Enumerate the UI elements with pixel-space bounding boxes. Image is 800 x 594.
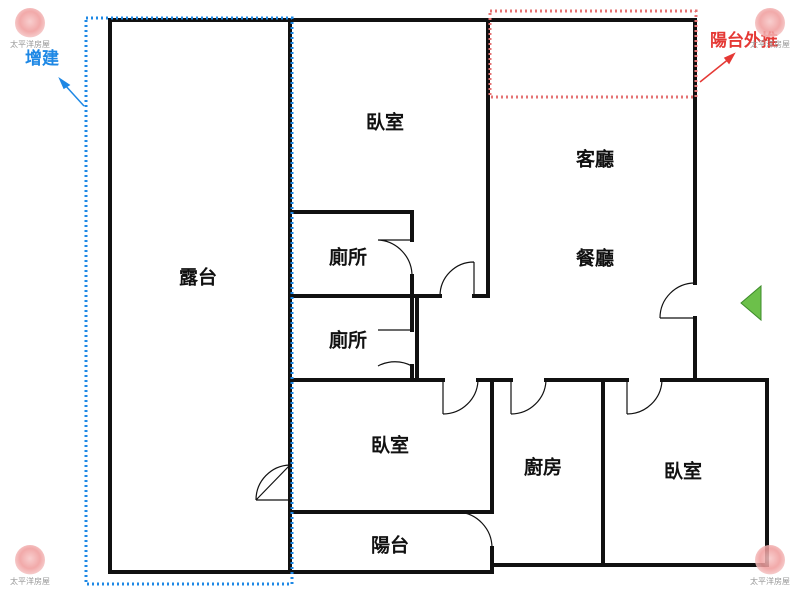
terrace-outline: [108, 18, 292, 574]
door-bedroom-top: [439, 261, 475, 297]
watermark-top-right: 太平洋房屋: [740, 8, 800, 50]
watermark-text: 太平洋房屋: [750, 40, 790, 49]
room-label-bedroom-top: 臥室: [365, 111, 405, 134]
watermark-logo-icon: [15, 8, 45, 38]
balcony-extension-outline: [488, 9, 698, 99]
room-label-living-room: 客廳: [575, 148, 615, 171]
extension-note: 增建: [25, 49, 59, 69]
room-label-balcony: 陽台: [370, 534, 410, 557]
door-toilet-2: [377, 329, 413, 367]
door-right-bedroom: [626, 379, 663, 415]
door-toilet-1: [377, 239, 413, 277]
watermark-logo-icon: [15, 545, 45, 575]
extension-arrow: [58, 76, 85, 107]
balcony-extension-arrow: [699, 52, 736, 83]
room-label-toilet-2: 廁所: [328, 329, 368, 352]
watermark-text: 太平洋房屋: [750, 577, 790, 586]
room-label-toilet-1: 廁所: [328, 246, 368, 269]
watermark-text: 太平洋房屋: [10, 577, 50, 586]
watermark-logo-icon: [755, 8, 785, 38]
watermark-text: 太平洋房屋: [10, 40, 50, 49]
room-label-kitchen: 廚房: [523, 456, 563, 479]
balcony-extension-note: 陽台外推: [710, 31, 778, 51]
watermark-logo-icon: [755, 545, 785, 575]
room-label-bedroom-right: 臥室: [663, 460, 703, 483]
door-living: [659, 282, 696, 319]
door-kitchen: [510, 379, 547, 415]
watermark-bottom-left: 太平洋房屋: [0, 545, 60, 587]
door-middle-bedroom: [442, 379, 479, 415]
extension-outline: [84, 16, 294, 586]
door-balcony: [457, 511, 493, 549]
watermark-top-left: 太平洋房屋: [0, 8, 60, 50]
room-label-dining-room: 餐廳: [575, 247, 615, 270]
door-terrace: [255, 464, 291, 501]
entrance-triangle-icon: [740, 284, 762, 322]
room-label-bedroom-middle: 臥室: [370, 434, 410, 457]
room-label-terrace: 露台: [178, 266, 218, 289]
walls: [108, 18, 769, 574]
doors: [255, 239, 696, 549]
watermark-bottom-right: 太平洋房屋: [740, 545, 800, 587]
